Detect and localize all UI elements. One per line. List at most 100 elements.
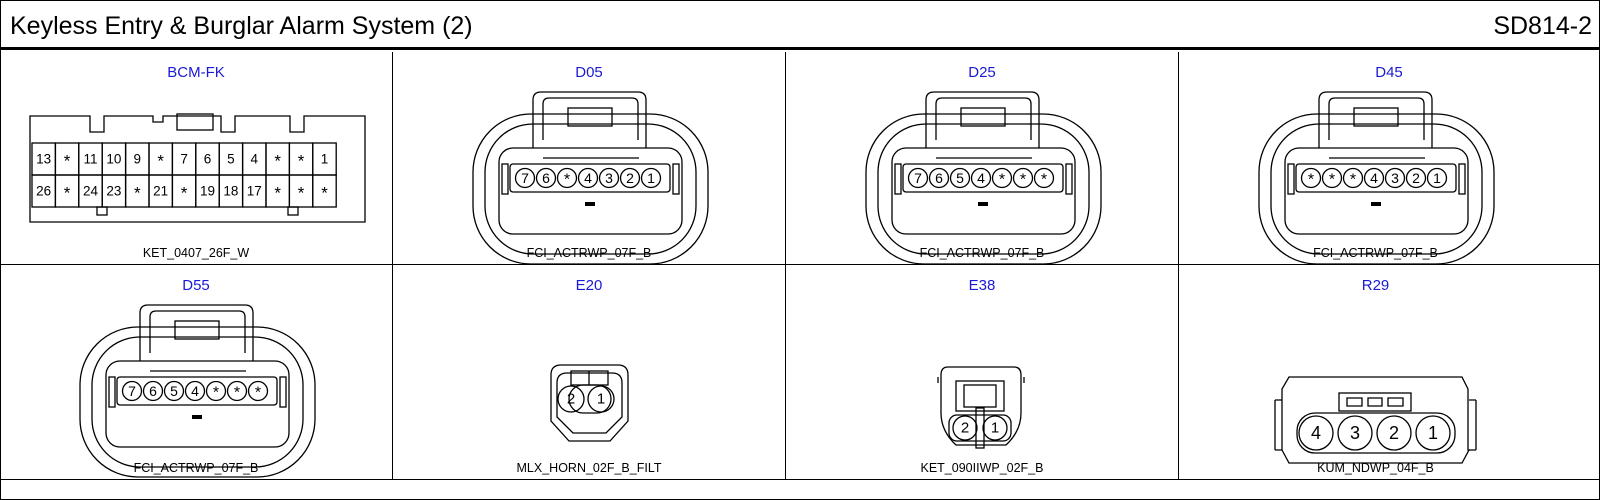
pin-label: 2 xyxy=(1412,170,1420,186)
top-latch xyxy=(955,380,1005,412)
pin-window xyxy=(891,147,1076,235)
pin-circle xyxy=(535,167,557,189)
pin-strip xyxy=(902,163,1064,193)
side-rib xyxy=(1287,163,1295,195)
peg xyxy=(96,206,108,216)
side-rib xyxy=(1458,163,1466,195)
side-rib xyxy=(501,163,509,195)
pin-circle xyxy=(587,385,615,413)
pin-label: 4 xyxy=(1370,170,1378,186)
connector-part-number: FCI_ACTRWP_07F_B xyxy=(1313,246,1438,260)
center-key xyxy=(975,407,985,449)
pin-label: 4 xyxy=(191,383,199,399)
pin-label: * xyxy=(564,172,570,189)
pin-label: 1 xyxy=(1433,170,1441,186)
pin-label: 1 xyxy=(1428,423,1438,443)
pin-label: 10 xyxy=(106,152,121,167)
diagram-header: Keyless Entry & Burglar Alarm System (2)… xyxy=(0,0,1600,50)
pin-circle xyxy=(619,167,641,189)
pin-circle xyxy=(226,380,248,402)
pin-circle xyxy=(184,380,206,402)
pin-circle xyxy=(640,167,662,189)
pin-cell xyxy=(312,174,337,208)
latch-inner xyxy=(963,384,997,408)
housing-inner xyxy=(556,372,623,434)
pin-label: * xyxy=(64,152,71,171)
peg xyxy=(287,206,299,216)
side-rib xyxy=(672,163,680,195)
pin-label: 4 xyxy=(251,152,259,167)
connector-drawing-r29: 4 3 2 1 xyxy=(1274,376,1477,464)
pin-label: 6 xyxy=(935,170,943,186)
side-rib xyxy=(1065,163,1073,195)
pin-label: 1 xyxy=(991,420,999,437)
pin-label: 23 xyxy=(106,184,121,199)
housing-outer xyxy=(79,326,316,478)
connector-name: D05 xyxy=(575,64,603,81)
connector-part-number: KUM_NDWP_04F_B xyxy=(1317,461,1434,475)
housing-inner xyxy=(877,123,1090,255)
housing-outline xyxy=(550,364,629,442)
pin-circle xyxy=(1384,167,1406,189)
connector-name: D25 xyxy=(968,64,996,81)
pin-label: 4 xyxy=(584,170,592,186)
side-rib xyxy=(279,376,287,408)
pin-circle xyxy=(991,167,1013,189)
pin-circle xyxy=(1298,415,1334,451)
pin-circle xyxy=(949,167,971,189)
housing-outer xyxy=(865,113,1102,265)
pin-label: 6 xyxy=(542,170,550,186)
pin-window xyxy=(105,360,290,448)
top-latch xyxy=(1318,91,1433,148)
pin-label: 3 xyxy=(1391,170,1399,186)
pin-label: 4 xyxy=(977,170,985,186)
side-ears xyxy=(937,377,1025,383)
side-rails xyxy=(1274,399,1477,451)
pin-label: * xyxy=(1329,172,1335,189)
housing-inner xyxy=(91,336,304,468)
connector-name: D55 xyxy=(182,277,210,294)
pin-circle xyxy=(928,167,950,189)
pin-circle xyxy=(205,380,227,402)
pin-label: * xyxy=(298,184,305,203)
pin-label: 17 xyxy=(247,184,262,199)
pin-label: * xyxy=(274,184,281,203)
pin-label: 3 xyxy=(605,170,613,186)
pin-circle xyxy=(1033,167,1055,189)
pin-circle xyxy=(1012,167,1034,189)
pin-circle xyxy=(907,167,929,189)
pin-label: 6 xyxy=(149,383,157,399)
pin-label: 7 xyxy=(914,170,922,186)
pin-strip xyxy=(509,163,671,193)
pin-circle xyxy=(1337,415,1373,451)
pin-label: * xyxy=(1350,172,1356,189)
side-rib xyxy=(894,163,902,195)
connector-name: E20 xyxy=(575,277,603,294)
pin-label: * xyxy=(1308,172,1314,189)
pin-circle xyxy=(247,380,269,402)
pin-circle xyxy=(1300,167,1322,189)
polarization-mark xyxy=(1371,202,1381,206)
pin-label: 11 xyxy=(83,152,97,167)
connector-name: E38 xyxy=(968,277,996,294)
pin-label: 3 xyxy=(1350,423,1360,443)
pin-label: 4 xyxy=(1311,423,1321,443)
housing-outer xyxy=(1258,113,1495,265)
pin-circle xyxy=(598,167,620,189)
pin-label: 2 xyxy=(1389,423,1399,443)
housing-outline xyxy=(29,115,366,223)
pin-label: * xyxy=(234,385,240,402)
pin-label: 1 xyxy=(647,170,655,186)
pin-label: 2 xyxy=(567,391,575,408)
lock-tab xyxy=(1353,107,1399,127)
pin-label: 18 xyxy=(223,184,238,199)
connector-part-number: FCI_ACTRWP_07F_B xyxy=(133,461,259,475)
